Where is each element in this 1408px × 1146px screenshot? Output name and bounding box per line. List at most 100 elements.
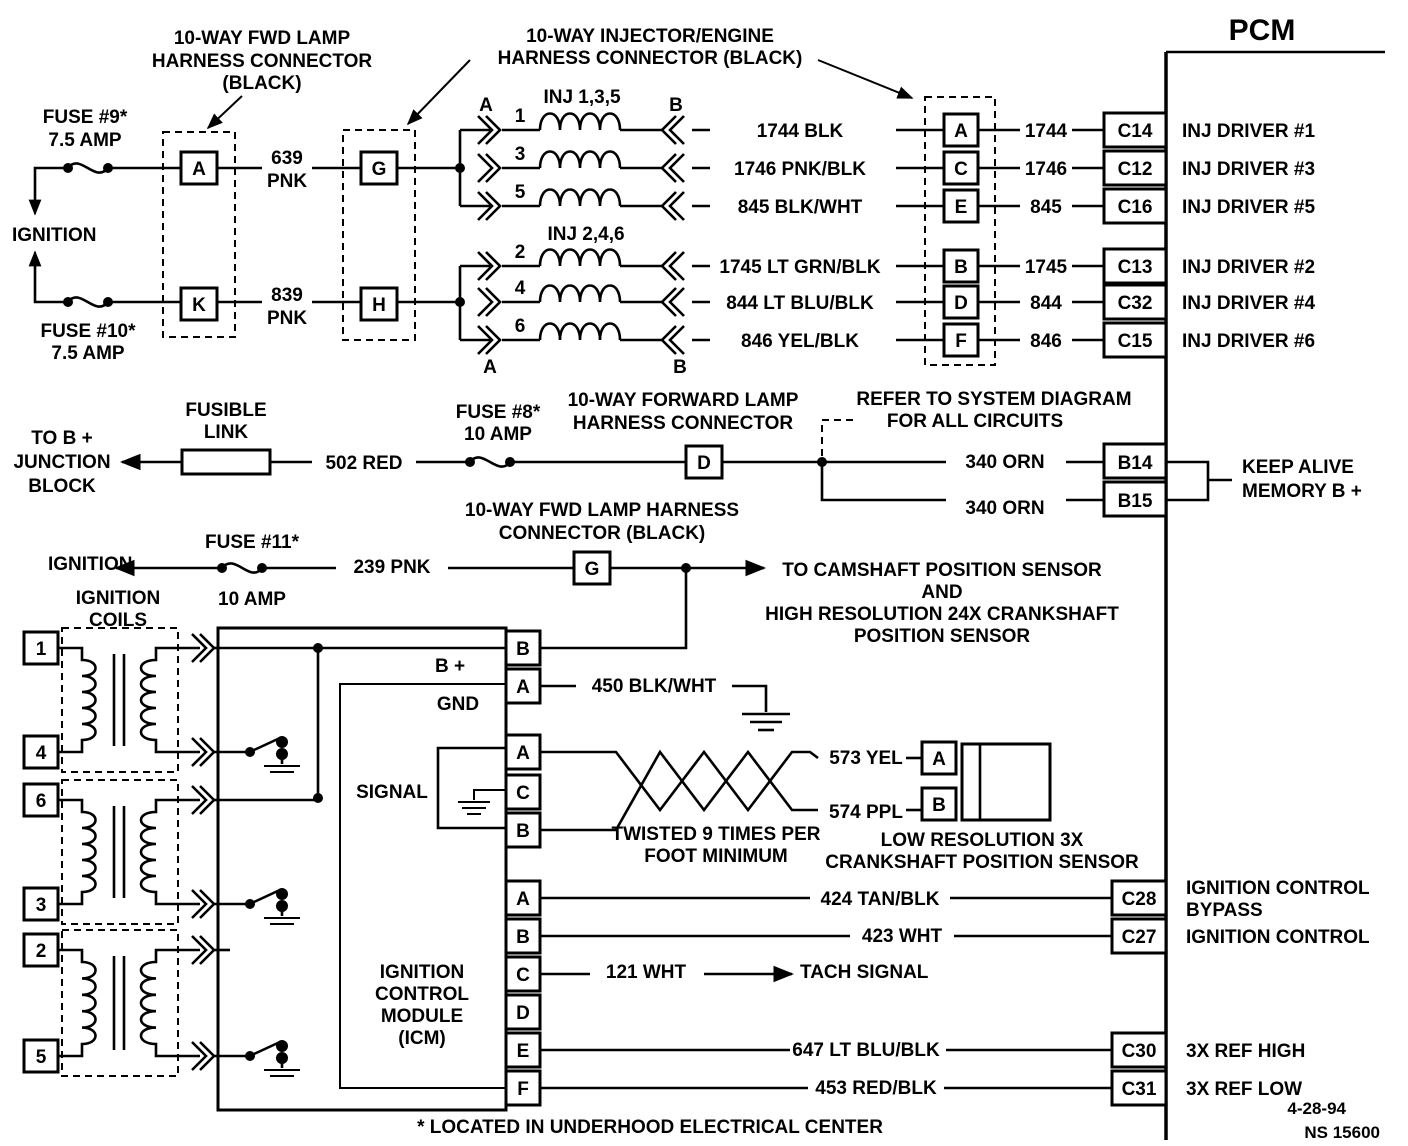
refer-system-diagram-note: REFER TO SYSTEM DIAGRAM FOR ALL CIRCUITS	[856, 389, 1131, 432]
pcm-pin	[1110, 879, 1168, 917]
svg-text:COILS: COILS	[89, 610, 147, 631]
svg-text:B: B	[516, 821, 530, 842]
wire-647-lt-blu-blk: 647 LT BLU/BLK	[792, 1040, 940, 1061]
icm-terminal	[504, 773, 542, 811]
injector-1: 1	[477, 106, 685, 145]
svg-text:10 AMP: 10 AMP	[218, 589, 286, 610]
pin-d-forward-lamp	[684, 444, 724, 480]
injector-number: 5	[515, 182, 526, 203]
fwd-lamp-connector-label-bottom: 10-WAY FWD LAMP HARNESS CONNECTOR (BLACK…	[465, 500, 739, 544]
pcm-function: INJ DRIVER #2	[1182, 257, 1315, 278]
ignition-label-2: IGNITION	[48, 554, 132, 575]
svg-text:C12: C12	[1118, 159, 1153, 180]
twisted-pair-a	[540, 749, 819, 813]
pcm-pin	[1102, 283, 1168, 321]
connector-chevron	[477, 251, 502, 281]
svg-text:TO CAMSHAFT POSITION SENSOR: TO CAMSHAFT POSITION SENSOR	[782, 560, 1102, 581]
pin-k	[179, 286, 219, 322]
icm-terminal	[504, 667, 542, 705]
fusible-link	[180, 448, 272, 476]
svg-text:HIGH RESOLUTION 24X CRANKSHAFT: HIGH RESOLUTION 24X CRANKSHAFT	[765, 604, 1119, 625]
icm-terminal	[504, 993, 542, 1031]
pcm-function: INJ DRIVER #5	[1182, 197, 1315, 218]
inj-135-label: INJ 1,3,5	[543, 87, 621, 108]
ignition-coil: 14	[22, 627, 300, 773]
svg-text:FUSE #9*: FUSE #9*	[43, 107, 128, 128]
svg-text:B14: B14	[1118, 453, 1153, 474]
fwd-lamp-connector	[162, 131, 236, 338]
to-camshaft-sensor-label: TO CAMSHAFT POSITION SENSOR AND HIGH RES…	[765, 560, 1119, 647]
injector-wire-label: 1745 LT GRN/BLK	[719, 257, 880, 278]
svg-text:C: C	[954, 159, 968, 180]
icm-terminal	[504, 917, 542, 955]
pcm-function: INJ DRIVER #3	[1182, 159, 1315, 180]
svg-text:G: G	[585, 559, 600, 580]
injector-connector-label: 10-WAY INJECTOR/ENGINE HARNESS CONNECTOR…	[498, 26, 803, 69]
coil-terminal	[22, 932, 60, 968]
injector-wire-label: 1746 PNK/BLK	[734, 159, 866, 180]
keep-alive-bracket	[1166, 460, 1210, 502]
fuse-9-label: FUSE #9* 7.5 AMP	[43, 107, 128, 151]
injector-coil	[538, 112, 622, 131]
icm-switch	[253, 1040, 281, 1056]
svg-text:10-WAY FWD LAMP: 10-WAY FWD LAMP	[174, 28, 351, 49]
ignition-coil: 63	[22, 779, 300, 925]
injector-5: 5	[477, 182, 685, 221]
svg-text:IGNITION: IGNITION	[76, 588, 160, 609]
wire-340-orn-a: 340 ORN	[965, 452, 1044, 473]
svg-text:(BLACK): (BLACK)	[222, 73, 301, 94]
wire-573-yel: 573 YEL	[829, 748, 903, 769]
sensor-pin-a	[920, 740, 958, 776]
injector-3: 3	[477, 144, 685, 183]
fuse-10	[66, 296, 110, 308]
svg-text:LINK: LINK	[204, 422, 249, 443]
connector-chevron	[477, 325, 502, 355]
connector-chevron	[477, 153, 502, 183]
svg-text:KEEP ALIVE: KEEP ALIVE	[1242, 457, 1354, 478]
connector-chevron	[477, 287, 502, 317]
inj-bank-2-side-b: B	[673, 357, 687, 378]
ignition-wire-top	[33, 166, 68, 210]
twisted-pair-note: TWISTED 9 TIMES PER FOOT MINIMUM	[611, 824, 820, 867]
svg-text:C27: C27	[1122, 927, 1157, 948]
svg-text:A: A	[932, 749, 946, 770]
svg-text:A: A	[192, 159, 206, 180]
svg-text:D: D	[516, 1003, 530, 1024]
coil-terminal	[22, 782, 60, 818]
svg-text:C32: C32	[1118, 293, 1153, 314]
injector-4: 4	[477, 278, 685, 317]
injector-wire-label: 845 BLK/WHT	[738, 197, 863, 218]
inj-bank-1-side-a: A	[479, 95, 493, 116]
svg-text:JUNCTION: JUNCTION	[13, 452, 110, 473]
connector-chevron	[660, 325, 685, 355]
secondary-winding	[139, 798, 200, 906]
wire-121-wht: 121 WHT	[606, 962, 687, 983]
connector-pin	[942, 112, 980, 148]
drawing-stamp: 4-28-94 NS 15600	[1287, 1099, 1380, 1142]
pin-h	[359, 286, 399, 322]
circuit-number: 1744	[1025, 121, 1068, 142]
icm-b-plus-feed	[540, 568, 688, 650]
fuse-10-label: FUSE #10* 7.5 AMP	[40, 321, 136, 364]
injector-number: 6	[515, 316, 526, 337]
svg-text:FOR ALL CIRCUITS: FOR ALL CIRCUITS	[887, 411, 1063, 432]
pcm-pin	[1110, 1031, 1168, 1069]
svg-text:4-28-94: 4-28-94	[1287, 1099, 1346, 1118]
inj-246-label: INJ 2,4,6	[547, 224, 624, 245]
injector-coil	[538, 284, 622, 303]
connector-chevron	[477, 115, 502, 145]
injector-coil	[538, 248, 622, 267]
injector-2: 2	[477, 242, 685, 281]
svg-text:D: D	[954, 293, 968, 314]
injector-wire-label: 846 YEL/BLK	[741, 331, 859, 352]
svg-text:G: G	[372, 159, 387, 180]
icm-switch	[253, 888, 281, 904]
svg-text:C15: C15	[1118, 331, 1153, 352]
svg-text:B: B	[954, 257, 968, 278]
tach-signal-label: TACH SIGNAL	[800, 962, 929, 983]
injector-bank-246: 246	[477, 242, 685, 355]
